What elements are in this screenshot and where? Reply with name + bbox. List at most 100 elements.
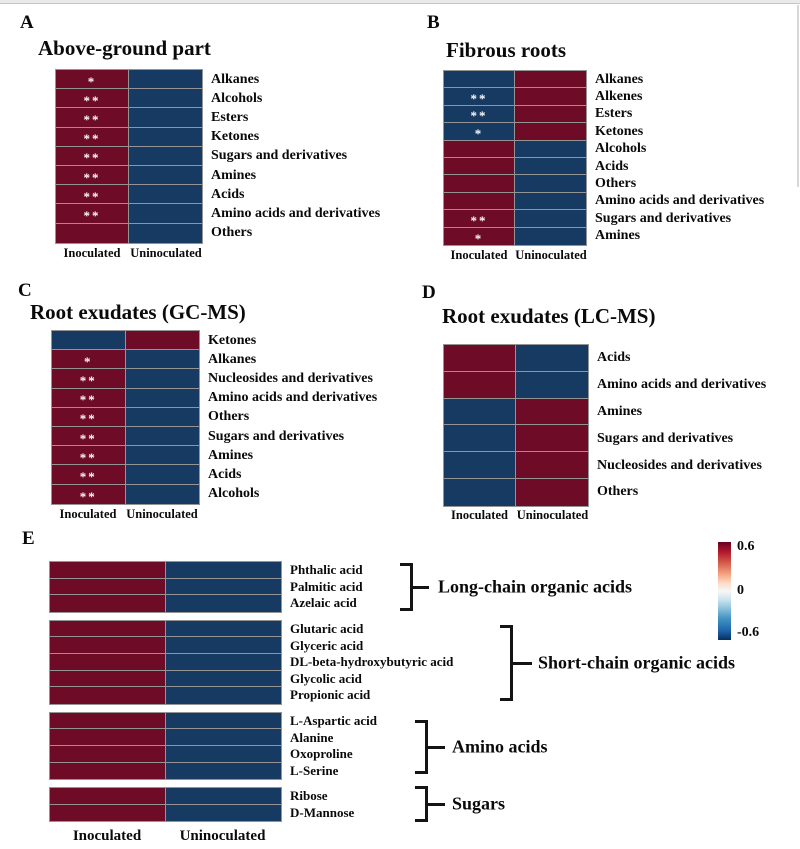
group-bracket — [415, 720, 445, 774]
heatmap-cell — [50, 729, 166, 745]
row-label: Amino acids and derivatives — [595, 193, 765, 209]
heatmap-cell — [129, 204, 202, 223]
heatmap-cell — [515, 210, 586, 227]
heatmap-cell — [444, 175, 515, 192]
heatmap-row: ** — [52, 465, 199, 485]
heatmap-cell — [166, 762, 281, 780]
significance-stars: ** — [79, 488, 97, 504]
bracket-tick — [425, 745, 445, 749]
group-cells — [49, 619, 282, 705]
heatmap-row: ** — [52, 484, 199, 504]
row-label: L-Serine — [290, 762, 339, 778]
heatmap-cell — [125, 350, 199, 369]
row-label: Glyceric acid — [290, 637, 364, 653]
col-label-inoculated: Inoculated — [451, 508, 508, 522]
heatmap-cell — [516, 452, 588, 478]
heatmap-row — [50, 620, 281, 638]
heatmap-cell — [166, 788, 281, 804]
heatmap-row: ** — [444, 105, 586, 124]
significance-stars: ** — [83, 188, 101, 204]
heatmap-cell: ** — [56, 127, 129, 146]
heatmap-row: ** — [56, 185, 202, 205]
heatmap-cell: * — [56, 70, 129, 89]
heatmap-row — [444, 398, 588, 426]
heatmap-cell — [125, 331, 199, 350]
row-label: Others — [595, 176, 637, 192]
col-label-uninoculated: Uninoculated — [126, 507, 198, 521]
heatmap-row: ** — [52, 369, 199, 389]
heatmap-cell — [50, 670, 166, 687]
heatmap-cell — [166, 620, 281, 637]
column-labels: Inoculated Uninoculated — [443, 508, 589, 523]
significance-stars: ** — [79, 468, 97, 484]
heatmap-cell — [515, 105, 586, 123]
panel-letter: C — [18, 280, 32, 301]
heatmap-cell — [444, 398, 516, 425]
heatmap-cell — [125, 446, 199, 465]
heatmap-cell — [50, 712, 166, 729]
significance-stars: * — [84, 353, 93, 369]
heatmap-cell — [166, 804, 281, 822]
row-label: Amines — [211, 167, 257, 183]
row-label: Azelaic acid — [290, 595, 357, 611]
heatmap-cell — [50, 578, 166, 595]
heatmap-cell — [516, 398, 588, 425]
heatmap-row: ** — [52, 446, 199, 466]
heatmap-cell: ** — [52, 426, 126, 446]
heatmap-cell — [515, 71, 586, 88]
heatmap-cell — [515, 123, 586, 140]
panel-title: Fibrous roots — [446, 38, 566, 62]
colorbar-max-label: 0.6 — [737, 539, 755, 554]
heatmap-cell — [129, 108, 202, 127]
heatmap-row — [50, 637, 281, 654]
heatmap-row — [444, 71, 586, 89]
heatmap-cells: ******** — [443, 70, 587, 246]
heatmap-cell: ** — [52, 388, 126, 407]
heatmap-row — [444, 452, 588, 479]
heatmap-cell — [50, 687, 166, 704]
heatmap-cell — [50, 788, 166, 804]
heatmap-row: * — [444, 227, 586, 245]
significance-stars: ** — [79, 372, 97, 388]
significance-stars: ** — [79, 411, 97, 427]
row-label: L-Aspartic acid — [290, 713, 378, 729]
heatmap-cell: ** — [56, 165, 129, 185]
heatmap-cell: ** — [56, 185, 129, 204]
row-label: Amino acids and derivatives — [208, 390, 378, 406]
right-border-strip — [797, 5, 799, 187]
heatmap-row: ** — [56, 127, 202, 147]
bracket-tick — [425, 802, 445, 806]
heatmap-cell — [515, 140, 586, 157]
heatmap-cell: ** — [52, 446, 126, 465]
row-label: Esters — [211, 109, 249, 125]
row-label: Others — [597, 484, 639, 500]
heatmap-row — [50, 670, 281, 688]
row-label: Glycolic acid — [290, 670, 362, 686]
heatmap-cell — [129, 165, 202, 185]
heatmap-cell — [129, 89, 202, 108]
heatmap-row — [50, 653, 281, 671]
row-label: Acids — [595, 158, 629, 174]
heatmap-row — [50, 804, 281, 822]
group-cells — [49, 711, 282, 781]
heatmap-row: ** — [444, 210, 586, 228]
heatmap-cell — [166, 637, 281, 653]
heatmap-cell — [125, 484, 199, 504]
row-label: Sugars and derivatives — [597, 430, 734, 446]
significance-stars: ** — [83, 111, 101, 127]
panel-letter: D — [422, 282, 436, 303]
group-label: Amino acids — [452, 736, 548, 757]
heatmap-cell — [50, 762, 166, 780]
heatmap-cell — [515, 192, 586, 210]
row-label: Alcohols — [211, 90, 263, 106]
panel-title: Root exudates (GC-MS) — [30, 300, 246, 324]
heatmap-cell — [129, 146, 202, 165]
